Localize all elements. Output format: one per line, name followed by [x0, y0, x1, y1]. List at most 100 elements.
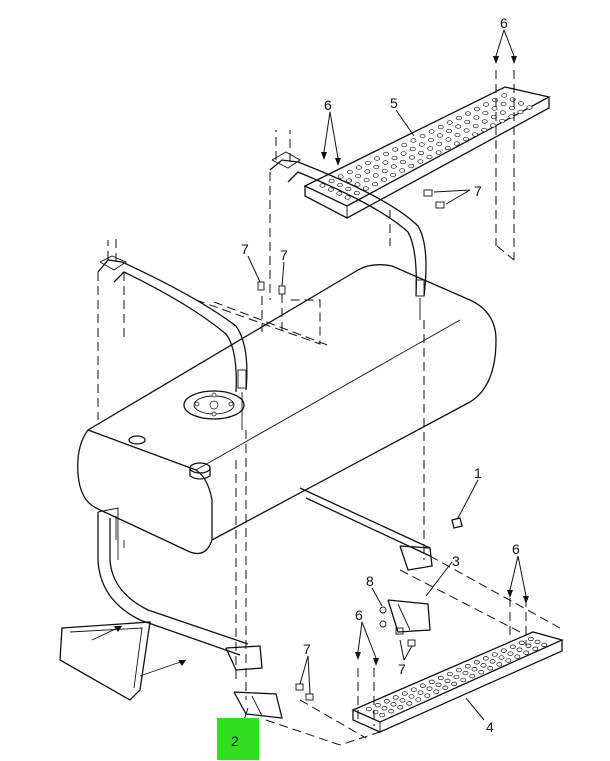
- perforation-hole: [437, 675, 444, 681]
- perforation-hole: [415, 697, 422, 702]
- perforation-hole: [453, 674, 460, 680]
- perforation-hole: [526, 105, 533, 110]
- callout-7: 7: [241, 241, 249, 257]
- callout-leaders: [237, 29, 527, 739]
- perforation-hole: [487, 666, 494, 671]
- perforation-hole: [489, 659, 496, 664]
- perforation-hole: [426, 154, 433, 160]
- perforation-hole: [455, 124, 462, 129]
- callout-5: 5: [390, 95, 398, 111]
- tank-straps: [97, 151, 427, 430]
- callout-3: 3: [452, 553, 460, 569]
- perforation-hole: [401, 142, 408, 148]
- perforation-hole: [417, 690, 424, 695]
- perforation-hole: [462, 670, 469, 676]
- perforation-hole: [455, 667, 462, 673]
- perforation-hole: [364, 160, 371, 166]
- perforation-hole: [464, 111, 471, 116]
- perforation-hole: [346, 178, 353, 183]
- perforation-hole: [424, 693, 431, 698]
- perforation-hole: [469, 673, 476, 679]
- perforation-hole: [541, 642, 548, 648]
- perforation-hole: [505, 658, 512, 663]
- perforation-hole: [499, 118, 506, 124]
- perforation-hole: [390, 702, 397, 707]
- perforation-hole: [319, 183, 326, 188]
- perforation-hole: [355, 173, 362, 179]
- perforation-hole: [474, 106, 480, 112]
- perforation-hole: [507, 651, 514, 656]
- perforation-hole: [498, 655, 505, 660]
- perforation-hole: [401, 691, 408, 696]
- perforation-hole: [381, 177, 388, 182]
- upper-step-plate: [303, 86, 551, 219]
- perforation-hole: [451, 681, 458, 687]
- perforation-hole: [410, 138, 417, 143]
- highlight-box-part-2: [217, 718, 259, 760]
- perforation-hole: [525, 643, 532, 648]
- perforation-hole: [454, 132, 461, 138]
- perforation-hole: [428, 129, 435, 134]
- perforation-hole: [409, 146, 416, 152]
- perforation-hole: [383, 151, 390, 157]
- perforation-hole: [374, 703, 381, 708]
- perforation-hole: [399, 698, 406, 703]
- callout-6: 6: [324, 97, 332, 113]
- perforation-hole: [463, 128, 470, 133]
- perforation-hole: [426, 686, 433, 691]
- perforation-hole: [500, 648, 507, 653]
- perforation-hole: [337, 182, 343, 188]
- perforation-hole: [517, 109, 524, 115]
- perforation-hole: [532, 646, 539, 651]
- perforation-hole: [518, 101, 525, 106]
- perforation-hole: [419, 683, 426, 688]
- perforation-hole: [462, 136, 469, 142]
- perforation-hole: [418, 150, 425, 156]
- perforation-hole: [373, 164, 380, 170]
- perforation-hole: [400, 151, 407, 156]
- perforation-hole: [444, 145, 451, 151]
- perforation-hole: [499, 110, 506, 115]
- perforation-hole: [391, 155, 398, 161]
- perforation-hole: [482, 110, 489, 116]
- perforation-hole: [481, 119, 488, 124]
- perforation-hole: [418, 142, 425, 147]
- perforation-hole: [354, 182, 361, 187]
- perforation-hole: [362, 186, 369, 191]
- perforation-hole: [478, 670, 485, 675]
- perforation-hole: [390, 164, 397, 169]
- perforation-hole: [445, 137, 452, 142]
- perforation-hole: [472, 123, 479, 129]
- perforation-hole: [408, 163, 415, 169]
- lower-step-plate: [351, 631, 564, 733]
- perforation-hole: [453, 141, 460, 146]
- mounting-frame: [59, 487, 433, 719]
- perforation-hole: [473, 115, 480, 120]
- callout-labels: 6 6 5 7 7 7 1 3 8 6 6 7 7 4 2: [231, 15, 520, 749]
- perforation-hole: [491, 106, 498, 111]
- perforation-hole: [372, 181, 378, 187]
- callout-6: 6: [500, 15, 508, 31]
- perforation-hole: [460, 677, 467, 683]
- perforation-hole: [446, 128, 453, 134]
- perforation-hole: [390, 172, 397, 178]
- perforation-hole: [327, 187, 334, 192]
- callout-6: 6: [512, 541, 520, 557]
- perforation-hole: [435, 682, 442, 687]
- perforation-hole: [482, 656, 489, 661]
- perforation-hole: [417, 159, 424, 164]
- callout-7: 7: [280, 247, 288, 263]
- perforation-hole: [355, 165, 362, 170]
- fuel-tank: [77, 264, 497, 555]
- perforation-hole: [534, 639, 541, 645]
- perforation-hole: [516, 647, 523, 652]
- callout-7: 7: [474, 183, 482, 199]
- perforation-hole: [388, 709, 395, 714]
- perforation-hole: [365, 706, 372, 712]
- perforation-hole: [455, 115, 462, 121]
- perforation-hole: [483, 102, 490, 107]
- perforation-hole: [464, 119, 471, 125]
- perforation-hole: [437, 124, 444, 130]
